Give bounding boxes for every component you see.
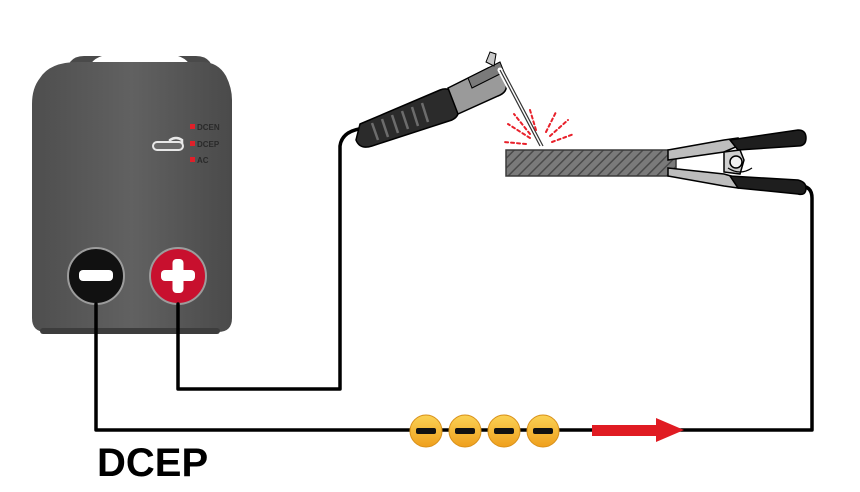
arc-sparks — [503, 109, 575, 145]
indicator-led — [190, 141, 195, 146]
mode-label: DCEN — [197, 123, 220, 132]
holder-grip-rings — [370, 102, 430, 141]
clamp-handle-lower — [728, 175, 807, 196]
flow-direction-arrow — [592, 418, 684, 442]
electrode-rod — [499, 69, 541, 147]
negative-terminal — [67, 247, 125, 305]
mode-label: DCEP — [197, 140, 220, 149]
clamp-pivot — [729, 155, 743, 169]
minus-icon — [533, 428, 553, 434]
polarity-caption: DCEP — [97, 441, 208, 485]
mode-indicator-ac: AC — [190, 156, 209, 165]
welding-machine: DCEN DCEP AC — [32, 56, 232, 334]
indicator-led — [190, 157, 195, 162]
electron-flow — [409, 414, 684, 448]
mode-indicator-dcep: DCEP — [190, 140, 220, 149]
workpiece-plate — [505, 149, 677, 177]
indicator-led — [190, 124, 195, 129]
electron — [448, 414, 482, 448]
positive-terminal — [149, 247, 207, 305]
machine-base — [40, 328, 220, 334]
electron — [487, 414, 521, 448]
ground-clamp — [667, 129, 807, 196]
minus-icon — [79, 270, 113, 281]
plus-icon — [161, 259, 195, 293]
electron — [526, 414, 560, 448]
electrons — [409, 414, 560, 448]
electrode-holder — [355, 51, 544, 149]
clamp-handle-upper — [728, 129, 807, 151]
polarity-selector-switch[interactable] — [152, 136, 184, 151]
mode-label: AC — [197, 156, 209, 165]
electron — [409, 414, 443, 448]
minus-icon — [455, 428, 475, 434]
mode-indicator-dcen: DCEN — [190, 123, 220, 132]
minus-icon — [494, 428, 514, 434]
holder-handle — [355, 88, 460, 148]
minus-icon — [416, 428, 436, 434]
